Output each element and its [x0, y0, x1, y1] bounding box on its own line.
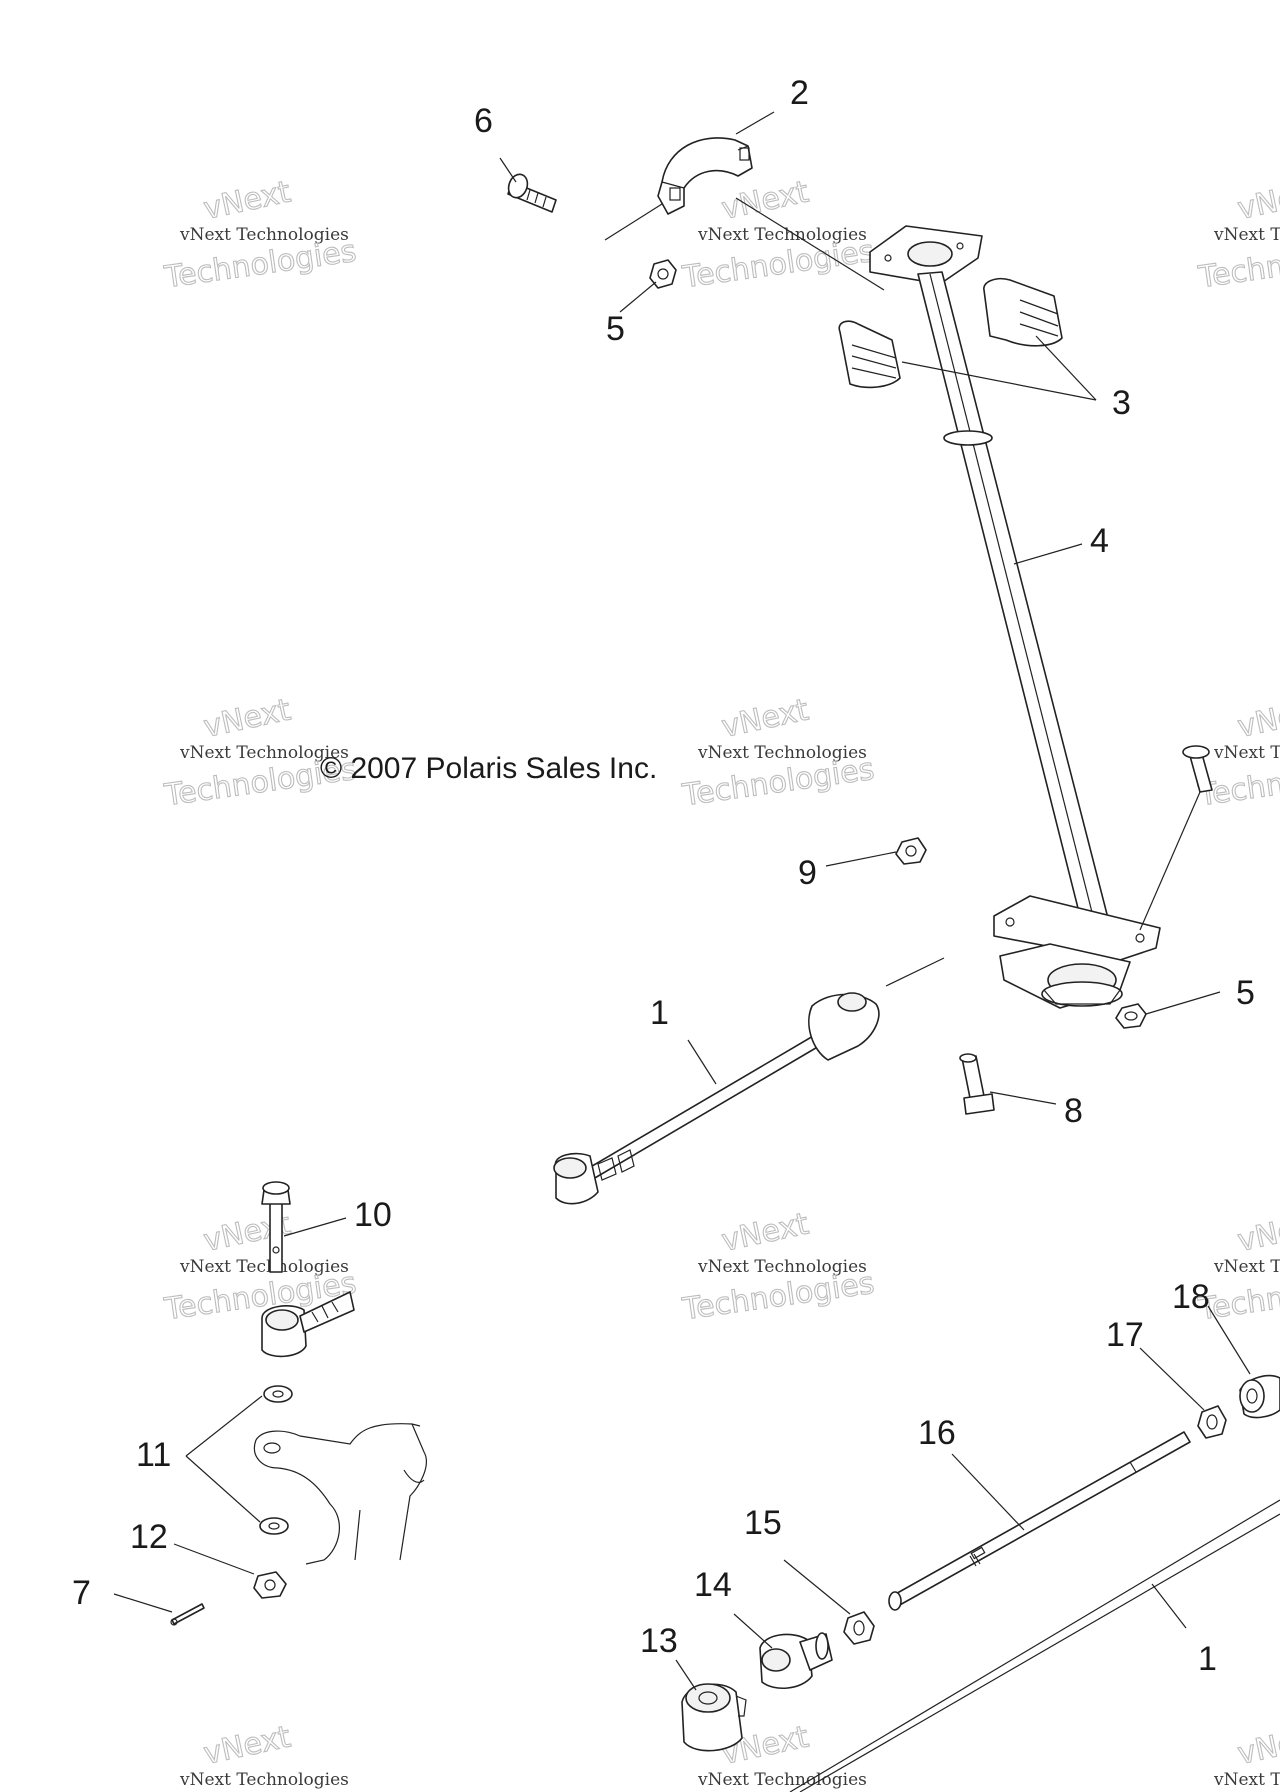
part-cotter-pin	[170, 1603, 205, 1626]
callout-13: 13	[640, 1622, 678, 1660]
part-bushing-left	[838, 320, 901, 389]
watermark-text: vNext Technologies	[1213, 743, 1280, 763]
watermark-text: vNext Technologies	[179, 743, 349, 763]
callout-7: 7	[72, 1574, 91, 1612]
part-nut-5-upper	[649, 259, 677, 289]
callout-1: 1	[650, 994, 669, 1032]
part-rod-end-18	[1239, 1374, 1280, 1419]
part-steering-post	[869, 225, 1213, 1009]
watermark-text: vNext Technologies	[697, 1257, 867, 1277]
part-washer-upper	[263, 1385, 293, 1403]
part-steering-arm	[253, 1423, 427, 1565]
part-nut-9	[895, 837, 927, 865]
callout-12: 12	[130, 1518, 168, 1556]
copyright-notice: © 2007 Polaris Sales Inc.	[320, 752, 657, 785]
watermark-text: vNext	[201, 1719, 294, 1772]
callout-6: 6	[474, 102, 493, 140]
watermark: vNext vNext Technologies Technologies	[679, 1206, 877, 1328]
watermark-text: vNext	[1235, 692, 1280, 745]
callout-9: 9	[798, 854, 817, 892]
part-bolt-8	[959, 1053, 995, 1115]
watermark: vNext vNext Technologies Technologies	[1195, 692, 1280, 814]
callout-14: 14	[694, 1566, 732, 1604]
watermark-text: vNext Technologies	[697, 225, 867, 245]
watermark-text: vNext	[201, 174, 294, 227]
callout-5: 5	[1236, 974, 1255, 1012]
part-bolt-6	[507, 173, 557, 213]
callout-16: 16	[918, 1414, 956, 1452]
watermark-text: vNext Technologies	[179, 225, 349, 245]
watermark: vNext vNext Technologies Technologies	[679, 692, 877, 814]
part-tie-rod-shaft	[888, 1431, 1191, 1611]
callout-18: 18	[1172, 1278, 1210, 1316]
watermark: vNext vNext Technologies	[1213, 1719, 1280, 1790]
part-bushing-right	[983, 277, 1063, 347]
callout-2: 2	[790, 74, 809, 112]
part-clamp-bracket	[657, 137, 753, 215]
watermark-text: vNext	[719, 174, 812, 227]
watermark-text: vNext Technologies	[1213, 225, 1280, 245]
callout-4: 4	[1090, 522, 1109, 560]
watermark-text: vNext	[1235, 174, 1280, 227]
part-rod-end-left	[261, 1291, 355, 1358]
callout-17: 17	[1106, 1316, 1144, 1354]
watermark: vNext vNext Technologies Technologies	[679, 174, 877, 296]
part-tie-rod-upper	[553, 992, 880, 1205]
callout-15: 15	[744, 1504, 782, 1542]
callout-10: 10	[354, 1196, 392, 1234]
watermark: vNext vNext Technologies	[179, 1719, 349, 1790]
watermark-text: vNext	[201, 692, 294, 745]
watermark-text: vNext Technologies	[179, 1770, 349, 1790]
part-nut-15	[843, 1611, 875, 1645]
watermark-text: vNext	[1235, 1719, 1280, 1772]
part-washer-lower	[259, 1517, 289, 1535]
watermark-text: vNext Technologies	[697, 743, 867, 763]
part-nut-17	[1197, 1405, 1227, 1439]
callout-3: 3	[1112, 384, 1131, 422]
part-nut-12	[253, 1571, 287, 1599]
part-rod-end-13	[681, 1683, 747, 1752]
callout-5: 5	[606, 310, 625, 348]
leader-lines	[113, 111, 1251, 1691]
watermark-text: vNext Technologies	[1213, 1770, 1280, 1790]
watermark-text: vNext Technologies	[697, 1770, 867, 1790]
part-bolt-10	[261, 1181, 291, 1273]
part-nut-5-lower	[1115, 1003, 1147, 1029]
watermark-text: vNext	[719, 692, 812, 745]
watermark-text: vNext Technologies	[179, 1257, 349, 1277]
watermark-text: vNext Technologies	[1213, 1257, 1280, 1277]
watermark-text: vNext	[1235, 1206, 1280, 1259]
watermark: vNext vNext Technologies Technologies	[161, 174, 359, 296]
part-rod-end-14	[759, 1632, 833, 1689]
watermark-text: vNext	[719, 1206, 812, 1259]
watermark: vNext vNext Technologies Technologies	[1195, 174, 1280, 296]
part-tie-rod-lower	[789, 1499, 1280, 1792]
callout-1: 1	[1198, 1640, 1217, 1678]
callout-11: 11	[136, 1436, 171, 1474]
callout-8: 8	[1064, 1092, 1083, 1130]
callout-labels: 2 6 5 3 4 9 5 1 8 10 18 17 16 11 15 12 1…	[72, 74, 1255, 1678]
